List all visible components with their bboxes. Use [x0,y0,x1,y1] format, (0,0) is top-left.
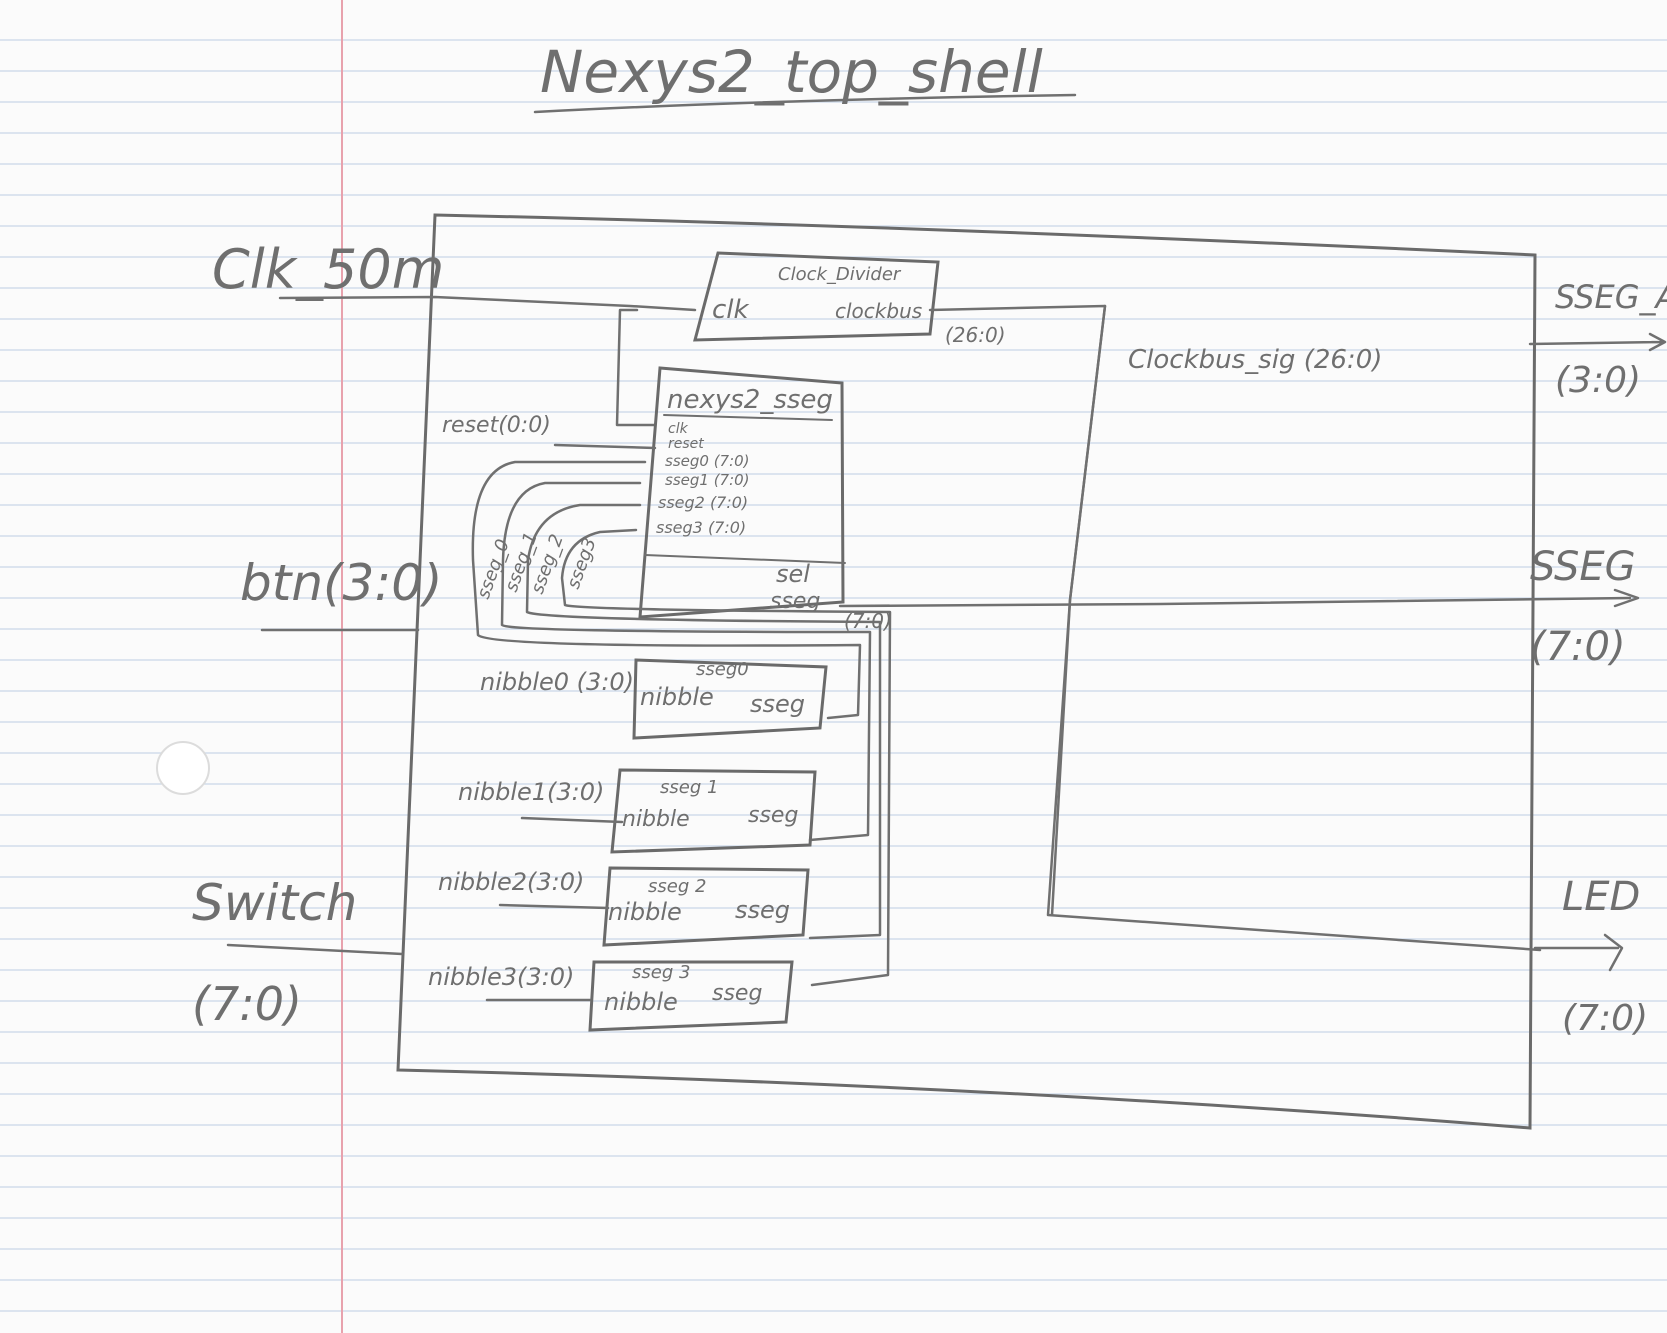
decoder-2-sseg-port: sseg [735,896,790,924]
switch-input-label: Switch [192,874,357,932]
led-output-arrow [1533,933,1624,972]
decoder-2-nibble-port: nibble [608,898,682,926]
nexys2-sseg-divider [644,554,846,564]
decoder-0-sseg-port: sseg [750,690,805,718]
led-output-label: LED [1562,874,1640,920]
led-output-width: (7:0) [1562,998,1648,1039]
sseg-an-output-arrow [1528,332,1667,352]
decoder-1-nibble-port: nibble [622,807,690,832]
clk-input-label: Clk_50m [212,238,444,301]
clock-to-sseg-wire [615,308,657,427]
clock-divider-width: (26:0) [945,323,1006,347]
sseg-output-width: (7:0) [1530,624,1626,670]
decoder-0-nibble-signal: nibble0 (3:0) [480,668,634,696]
clock-divider-clk-port: clk [712,295,750,325]
loop-wire-sseg0 [471,460,862,720]
sseg-port-sseg3: sseg3 (7:0) [656,518,746,537]
btn-input-label: btn(3:0) [240,554,443,612]
ruled-lines [0,39,1667,1312]
clockbus-signal-label: Clockbus_sig (26:0) [1128,345,1382,375]
decoder-3-box [588,960,794,1032]
decoder-3-title: sseg 3 [632,962,690,983]
nexys2-sseg-title-underline [663,414,833,421]
decoder-1-input-wire [520,816,624,824]
clock-divider-title: Clock_Divider [778,264,902,285]
decoder-2-title: sseg 2 [648,876,706,897]
sseg-port-clk: clk [668,421,689,437]
top-shell-box [396,213,1537,1130]
decoder-0-nibble-port: nibble [640,683,714,711]
sseg-port-reset: reset [668,436,704,452]
decoder-2-nibble-signal: nibble2(3:0) [438,868,584,896]
loop-wire-sseg1 [500,481,872,842]
decoder-1-box [610,768,817,854]
title-underline [533,93,1077,114]
decoder-1-sseg-port: sseg [748,803,798,828]
reset-signal-label: reset(0:0) [442,413,551,438]
punch-hole [156,741,210,795]
switch-input-width: (7:0) [192,977,302,1031]
nexys2-sseg-box [638,366,845,619]
decoder-2-box [602,866,810,947]
sseg-port-sseg2: sseg2 (7:0) [658,493,748,512]
sseg-output-arrowhead [1613,588,1640,608]
decoder-3-nibble-signal: nibble3(3:0) [428,963,574,991]
sseg-port-sseg1: sseg1 (7:0) [665,471,750,489]
switch-input-wire [226,943,404,956]
clk-input-wire [278,295,697,312]
loop-wire-sseg2 [525,503,882,940]
sseg-an-output-label: SSEG_AN [1555,278,1667,316]
loop-wire-sseg3 [560,528,892,987]
diagram-title: Nexys2_top_shell [540,38,1043,106]
reset-wire [553,443,657,450]
sseg-an-output-width: (3:0) [1555,360,1641,401]
decoder-2-input-wire [498,903,610,910]
sseg-output-label: SSEG [1530,544,1636,590]
wire-label-sseg3: sseg3 [563,535,601,592]
sseg-port-sseg-out: sseg [770,589,820,614]
clockbus-signal-wire [928,304,1542,952]
decoder-3-nibble-port: nibble [604,988,678,1016]
sseg-output-wire [838,596,1632,608]
clockbus-trunk [1050,304,1107,917]
decoder-1-nibble-signal: nibble1(3:0) [458,778,604,806]
decoder-3-sseg-port: sseg [712,981,762,1006]
nexys2-sseg-title: nexys2_sseg [667,385,833,415]
sseg-port-sseg0: sseg0 (7:0) [665,452,750,470]
clock-divider-box [693,251,940,342]
sseg-port-sel: sel [776,560,810,588]
decoder-0-box [632,658,828,740]
decoder-0-title: sseg0 [696,659,749,680]
decoder-1-title: sseg 1 [660,777,718,798]
clock-divider-clockbus-port: clockbus [835,299,922,323]
